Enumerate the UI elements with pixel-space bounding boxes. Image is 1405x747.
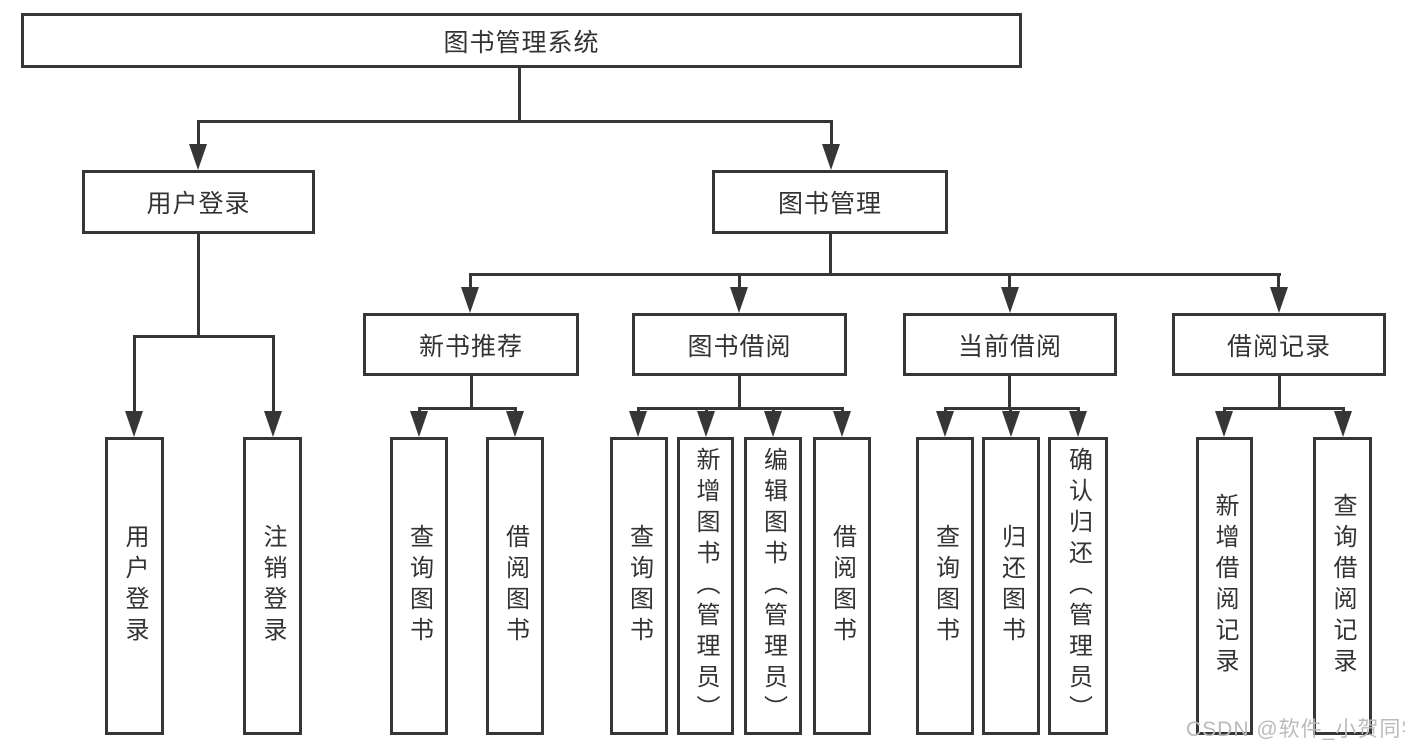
arrow-down-icon (697, 411, 715, 437)
leaf-confirm-return-admin: 确认归还（管理员） (1048, 437, 1108, 735)
connector-book-mgmt-stem (829, 234, 832, 275)
connector-group-stem (738, 376, 741, 409)
leaf-label: 新增借阅记录 (1211, 493, 1238, 679)
connector-arrow-stem (197, 120, 200, 148)
leaf-label: 编辑图书（管理员） (759, 446, 787, 726)
arrow-down-icon (730, 287, 748, 313)
leaf-add-books-admin: 新增图书（管理员） (677, 437, 734, 735)
connector-level1-bar (197, 120, 833, 123)
leaf-return-books: 归还图书 (982, 437, 1040, 735)
leaf-label: 注销登录 (259, 524, 286, 648)
leaf-edit-books-admin: 编辑图书（管理员） (744, 437, 802, 735)
connector-level2-bar (469, 273, 1281, 276)
arrow-down-icon (1334, 411, 1352, 437)
connector-group-bar (944, 407, 1080, 410)
connector-user-login-bar (133, 335, 275, 338)
connector-arrow-stem (272, 335, 275, 415)
connector-arrow-stem (1008, 273, 1011, 291)
leaf-user-login: 用户登录 (105, 437, 164, 735)
connector-arrow-stem (469, 273, 472, 291)
arrow-down-icon (822, 144, 840, 170)
arrow-down-icon (461, 287, 479, 313)
leaf-label: 新增图书（管理员） (692, 446, 719, 726)
leaf-label: 归还图书 (997, 524, 1025, 648)
arrow-down-icon (833, 411, 851, 437)
connector-group-stem (1008, 376, 1011, 409)
leaf-label: 查询图书 (405, 524, 433, 648)
arrow-down-icon (1069, 411, 1087, 437)
arrow-down-icon (125, 411, 143, 437)
arrow-down-icon (1270, 287, 1288, 313)
csdn-watermark: CSDN @软件_小贺同学 (1186, 718, 1405, 741)
leaf-borrow-books-2: 借阅图书 (813, 437, 871, 735)
arrow-down-icon (1002, 411, 1020, 437)
connector-arrow-stem (830, 120, 833, 148)
connector-arrow-stem (133, 335, 136, 415)
node-root: 图书管理系统 (21, 13, 1022, 68)
arrow-down-icon (506, 411, 524, 437)
leaf-query-books-1: 查询图书 (390, 437, 448, 735)
leaf-label: 借阅图书 (828, 524, 856, 648)
leaf-query-books-3: 查询图书 (916, 437, 974, 735)
leaf-label: 查询图书 (625, 524, 653, 648)
leaf-label: 查询图书 (931, 524, 959, 648)
leaf-label: 用户登录 (121, 524, 148, 648)
arrow-down-icon (189, 144, 207, 170)
arrow-down-icon (764, 411, 782, 437)
node-current-borrow: 当前借阅 (903, 313, 1117, 376)
connector-group-stem (470, 376, 473, 409)
leaf-borrow-books-1: 借阅图书 (486, 437, 544, 735)
connector-group-bar (637, 407, 844, 410)
arrow-down-icon (1215, 411, 1233, 437)
connector-group-stem (1278, 376, 1281, 409)
arrow-down-icon (264, 411, 282, 437)
connector-arrow-stem (738, 273, 741, 291)
leaf-label: 借阅图书 (501, 524, 529, 648)
leaf-add-borrow-record: 新增借阅记录 (1196, 437, 1253, 735)
node-book-borrow: 图书借阅 (632, 313, 847, 376)
leaf-label: 查询借阅记录 (1329, 493, 1356, 679)
connector-arrow-stem (1277, 273, 1280, 291)
node-book-management: 图书管理 (712, 170, 948, 234)
connector-group-bar (1223, 407, 1345, 410)
connector-root-stem (518, 68, 521, 123)
node-new-book-recommend: 新书推荐 (363, 313, 579, 376)
node-user-login: 用户登录 (82, 170, 315, 234)
leaf-query-borrow-record: 查询借阅记录 (1313, 437, 1372, 735)
leaf-logout: 注销登录 (243, 437, 302, 735)
arrow-down-icon (410, 411, 428, 437)
arrow-down-icon (1001, 287, 1019, 313)
leaf-query-books-2: 查询图书 (610, 437, 668, 735)
connector-group-bar (418, 407, 517, 410)
node-borrow-records: 借阅记录 (1172, 313, 1386, 376)
leaf-label: 确认归还（管理员） (1064, 446, 1092, 726)
connector-user-login-stem (197, 234, 200, 338)
arrow-down-icon (936, 411, 954, 437)
arrow-down-icon (629, 411, 647, 437)
